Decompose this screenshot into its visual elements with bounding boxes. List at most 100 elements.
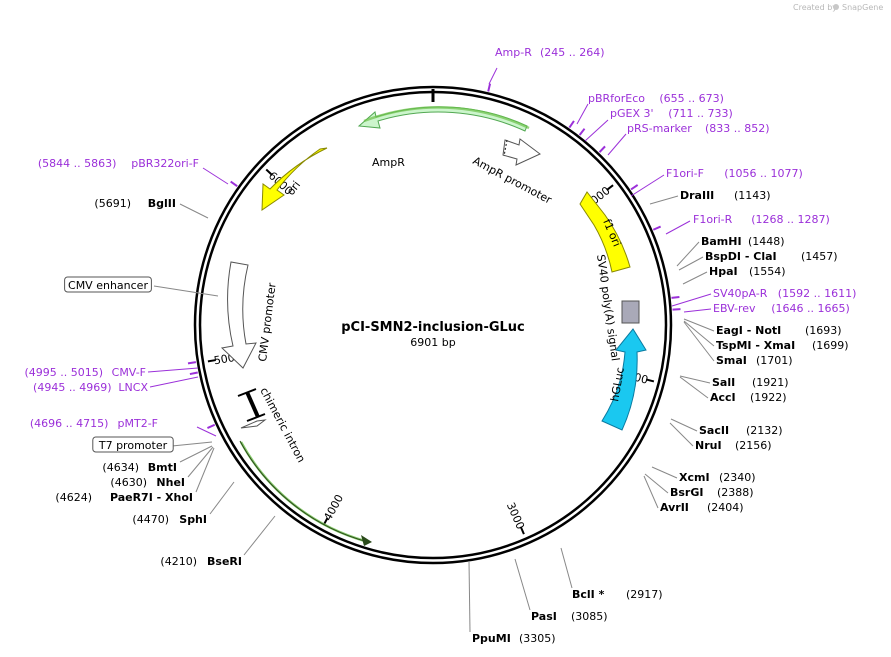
leader-line xyxy=(683,321,715,362)
leader-line xyxy=(643,475,659,509)
enzyme-name: BmtI xyxy=(148,461,177,474)
leader-line xyxy=(179,445,213,463)
primer-lncx: LNCX(4945 .. 4969) xyxy=(33,381,148,394)
primer-pmt2-f: pMT2-F(4696 .. 4715) xyxy=(30,417,158,430)
primer-name: LNCX xyxy=(118,381,148,394)
enzyme-position: (2388) xyxy=(717,486,754,499)
primer-cmv-f: CMV-F(4995 .. 5015) xyxy=(24,366,146,379)
leader-line xyxy=(671,293,712,307)
primer-f1ori-f: F1ori-F(1056 .. 1077) xyxy=(666,167,803,180)
primer-range: (833 .. 852) xyxy=(705,122,770,135)
primer-range: (245 .. 264) xyxy=(540,46,605,59)
primer-range: (5844 .. 5863) xyxy=(38,157,117,170)
enzyme-name: BseRI xyxy=(207,555,242,568)
primer-site-mark xyxy=(672,308,681,311)
enzyme-bspdi-clai: BspDI - ClaI (1457) xyxy=(705,250,838,263)
primer-sv40pa-r: SV40pA-R(1592 .. 1611) xyxy=(713,287,856,300)
credit-prefix: Created by xyxy=(793,3,837,12)
leader-line xyxy=(607,133,627,156)
enzyme-name: BspDI - ClaI xyxy=(705,250,777,263)
feature-ampr: AmpR xyxy=(357,106,530,169)
enzyme-position: (3085) xyxy=(571,610,608,623)
enzyme-name: NheI xyxy=(156,476,185,489)
enzyme-name: BglII xyxy=(148,197,176,210)
enzyme-position: (1693) xyxy=(805,324,842,337)
leader-line xyxy=(196,426,217,437)
tick-mark xyxy=(207,359,216,363)
leader-line xyxy=(683,320,715,347)
leader-line xyxy=(649,195,679,205)
primer-site-mark xyxy=(487,83,492,92)
enzyme-xcmi: XcmI(2340) xyxy=(679,471,756,484)
plasmid-name: pCI-SMN2-inclusion-GLuc xyxy=(341,320,525,335)
leader-line xyxy=(665,220,691,235)
primer-name: CMV-F xyxy=(112,366,146,379)
enzyme-avrii: AvrII(2404) xyxy=(660,501,744,514)
primer-site-mark xyxy=(578,128,586,136)
enzyme-name: HpaI xyxy=(709,265,738,278)
enzyme-name: AccI xyxy=(710,391,736,404)
primer-pgex-3: pGEX 3' (711 .. 733) xyxy=(610,107,733,120)
enzyme-name: SphI xyxy=(179,513,207,526)
primer-site-mark xyxy=(630,184,639,191)
primer-pbrforeco: pBRforEco(655 .. 673) xyxy=(588,92,724,105)
enzyme-name: PasI xyxy=(531,610,557,623)
boxed-feature-cmv-enhancer: CMV enhancer xyxy=(64,276,152,293)
tick-mark xyxy=(519,526,525,535)
leader-line xyxy=(651,466,678,479)
tick-label: 3000 xyxy=(504,501,527,532)
tick-mark xyxy=(265,168,273,176)
leader-line xyxy=(149,376,199,388)
leader-line xyxy=(243,515,276,556)
enzyme-position: (5691) xyxy=(94,197,131,210)
plasmid-length: 6901 bp xyxy=(410,336,455,349)
leader-line xyxy=(153,285,219,297)
snapgene-credit: Created by SnapGene xyxy=(793,3,883,12)
feature-ampr-promoter: AmpR promoter xyxy=(471,138,554,207)
leader-line xyxy=(584,119,609,142)
enzyme-bglii: BglII (5691) xyxy=(94,197,176,210)
leader-line xyxy=(171,441,213,447)
enzyme-name: AvrII xyxy=(660,501,689,514)
leader-line xyxy=(147,367,199,373)
enzyme-position: (1457) xyxy=(801,250,838,263)
feature-cmv-promoter: CMV promoter xyxy=(220,261,279,369)
enzyme-name: BamHI xyxy=(701,235,742,248)
enzyme-name: PpuMI xyxy=(472,632,511,645)
primer-name: pRS-marker xyxy=(627,122,692,135)
primer-f1ori-r: F1ori-R(1268 .. 1287) xyxy=(693,213,830,226)
primer-name: pBR322ori-F xyxy=(131,157,199,170)
enzyme-name: SmaI xyxy=(716,354,747,367)
enzyme-ppumi: PpuMI(3305) xyxy=(472,632,556,645)
leader-line xyxy=(179,203,209,219)
primer-name: pGEX 3' xyxy=(610,107,654,120)
enzyme-paer7i-xhoi: PaeR7I - XhoI(4624) xyxy=(55,491,193,504)
primer-site-mark xyxy=(189,371,198,376)
leader-line xyxy=(468,560,471,633)
feature-hgluc: hGLuc xyxy=(601,328,647,431)
primer-range: (1646 .. 1665) xyxy=(771,302,850,315)
tick-label: 4000 xyxy=(321,492,346,523)
primer-name: F1ori-F xyxy=(666,167,704,180)
enzyme-name: NruI xyxy=(695,439,722,452)
boxed-feature-label: CMV enhancer xyxy=(68,279,148,292)
enzyme-position: (2340) xyxy=(719,471,756,484)
feature-label-cmv-promoter: CMV promoter xyxy=(256,282,279,363)
boxed-feature-t7-promoter: T7 promoter xyxy=(92,436,174,453)
enzyme-position: (4470) xyxy=(132,513,169,526)
enzyme-position: (1554) xyxy=(749,265,786,278)
enzyme-nhei: NheI (4630) xyxy=(110,476,185,489)
enzyme-bamhi: BamHI(1448) xyxy=(701,235,785,248)
enzyme-position: (2132) xyxy=(746,424,783,437)
enzyme-sacii: SacII(2132) xyxy=(699,424,783,437)
enzyme-draiii: DraIII(1143) xyxy=(680,189,771,202)
primer-range: (711 .. 733) xyxy=(668,107,733,120)
enzyme-position: (1922) xyxy=(750,391,787,404)
feature-label-chimeric-intron: chimeric intron xyxy=(257,385,307,464)
enzyme-sphi: SphI (4470) xyxy=(132,513,207,526)
enzyme-smai: SmaI(1701) xyxy=(716,354,793,367)
leader-line xyxy=(679,376,709,399)
primer-name: pBRforEco xyxy=(588,92,645,105)
enzyme-position: (4630) xyxy=(110,476,147,489)
enzyme-position: (4624) xyxy=(55,491,92,504)
